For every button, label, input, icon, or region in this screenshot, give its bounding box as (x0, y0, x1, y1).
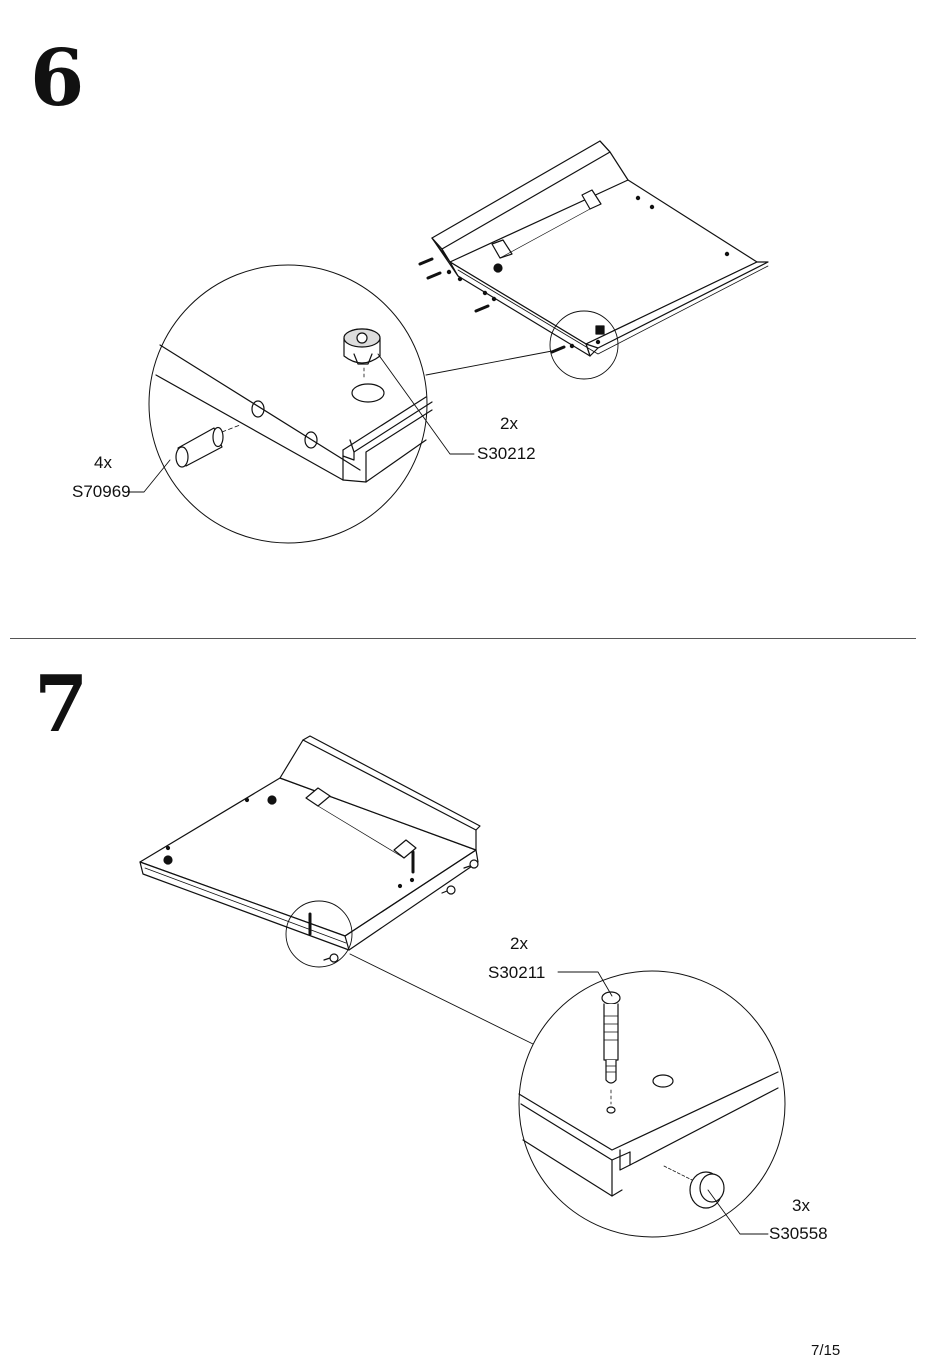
screw-cap-icon (664, 1166, 724, 1208)
step-7-cap-quantity: 3x (792, 1196, 810, 1216)
page-number: 7/15 (811, 1342, 840, 1359)
cam-bolt-icon (602, 992, 620, 1083)
step-7-detail-view (519, 971, 785, 1237)
step-7-bolt-part-code: S30211 (488, 963, 545, 983)
step-7-panel (140, 736, 480, 962)
step-7-bolt-quantity: 2x (510, 934, 528, 954)
step-7-cap-part-code: S30558 (769, 1224, 828, 1244)
